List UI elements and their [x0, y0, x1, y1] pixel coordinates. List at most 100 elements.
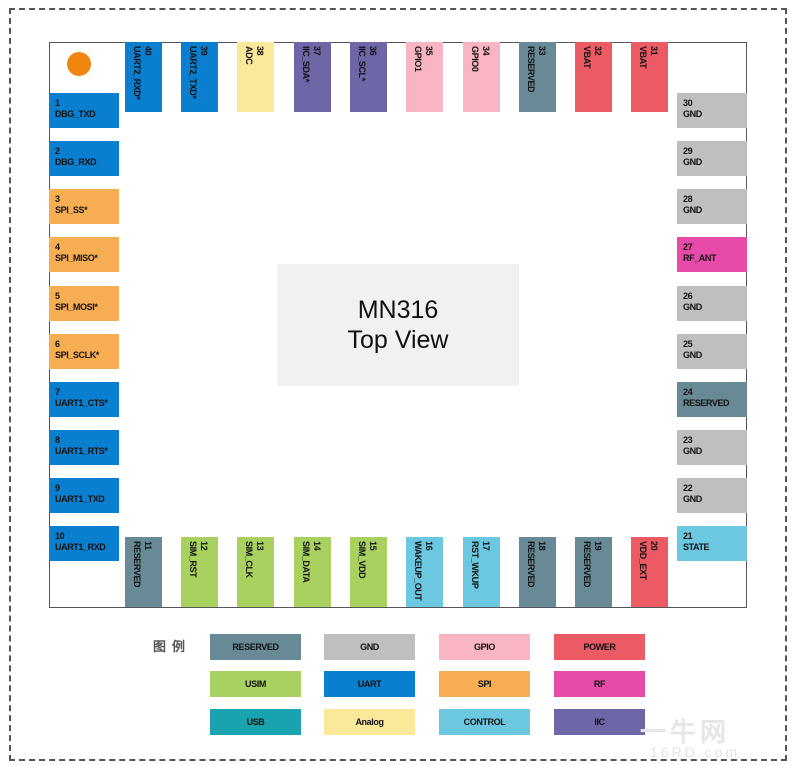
pin-name: GND — [683, 205, 702, 215]
pin-number: 12 — [199, 541, 209, 551]
pin-number: 25 — [683, 339, 693, 349]
pin-number: 2 — [55, 146, 60, 156]
pin-name: GND — [683, 302, 702, 312]
pin-name: RESERVED — [526, 541, 536, 588]
pin-number: 5 — [55, 291, 60, 301]
pin-number: 32 — [593, 46, 603, 56]
pin-name: RF_ANT — [683, 253, 717, 263]
pin-name: GND — [683, 350, 702, 360]
legend-title: 图例 — [153, 640, 192, 655]
pin-number: 10 — [55, 531, 65, 541]
pin-name: GPIO0 — [470, 46, 480, 72]
pin-number: 31 — [649, 46, 659, 56]
pin-number: 23 — [683, 435, 693, 445]
pin-name: UART2_RXD* — [132, 46, 142, 100]
pin-number: 21 — [683, 531, 693, 541]
pin-number: 13 — [255, 541, 265, 551]
pin-name: SPI_SS* — [55, 205, 88, 215]
module-outline — [49, 42, 747, 608]
pin-name: RST_WKUP — [470, 541, 480, 589]
pin-number: 40 — [143, 46, 153, 56]
pin-name: RESERVED — [526, 46, 536, 93]
legend-item-usim: USIM — [210, 671, 301, 697]
pin-name: GPIO1 — [413, 46, 423, 72]
pin-name: SIM_CLK — [244, 541, 254, 578]
pin-number: 11 — [143, 541, 153, 550]
pin-name: VBAT — [638, 46, 648, 69]
diagram-dashed-frame — [9, 8, 787, 761]
pin-number: 33 — [537, 46, 547, 56]
pin-name: IIC_SDA* — [301, 46, 311, 82]
pin-number: 16 — [424, 541, 434, 551]
watermark-url: 16RD.com — [650, 744, 741, 760]
legend-item-rf: RF — [554, 671, 645, 697]
pin-number: 30 — [683, 98, 693, 108]
pin-name: ADC — [244, 46, 254, 65]
pin-number: 36 — [368, 46, 378, 56]
pin-name: SIM_DATA — [301, 541, 311, 583]
pin-number: 28 — [683, 194, 693, 204]
legend-item-analog: Analog — [324, 709, 415, 735]
pin-number: 20 — [649, 541, 659, 551]
chip-model: MN316 — [357, 296, 439, 324]
pin-number: 4 — [55, 242, 60, 252]
legend-item-gpio: GPIO — [439, 634, 530, 660]
pin-name: GND — [683, 109, 702, 119]
pin-number: 37 — [312, 46, 322, 56]
pin-number: 1 — [55, 98, 60, 108]
legend-item-reserved: RESERVED — [210, 634, 301, 660]
pin-name: IIC_SCL* — [357, 46, 367, 81]
chip-view-label: Top View — [347, 326, 449, 354]
pin-number: 26 — [683, 291, 693, 301]
pin-name: DBG_RXD — [55, 157, 97, 167]
pin-number: 29 — [683, 146, 693, 156]
legend-item-uart: UART — [324, 671, 415, 697]
watermark-text: 一牛网 — [640, 718, 731, 748]
pin-number: 9 — [55, 483, 60, 493]
pin-name: GND — [683, 446, 702, 456]
pin-name: WAKEUP_OUT — [413, 541, 423, 601]
legend-item-control: CONTROL — [439, 709, 530, 735]
pin-number: 8 — [55, 435, 60, 445]
pin-name: SPI_MISO* — [55, 253, 98, 263]
pin-number: 18 — [537, 541, 547, 551]
pin-name: GND — [683, 494, 702, 504]
chip-label-box: MN316 Top View — [277, 264, 519, 386]
pin-number: 39 — [199, 46, 209, 56]
pin-name: SIM_VDD — [357, 541, 367, 579]
pin-name: UART1_RTS* — [55, 446, 108, 456]
legend-item-gnd: GND — [324, 634, 415, 660]
pin-name: UART1_TXD — [55, 494, 105, 504]
pin-number: 14 — [312, 541, 322, 551]
pin-name: RESERVED — [582, 541, 592, 588]
